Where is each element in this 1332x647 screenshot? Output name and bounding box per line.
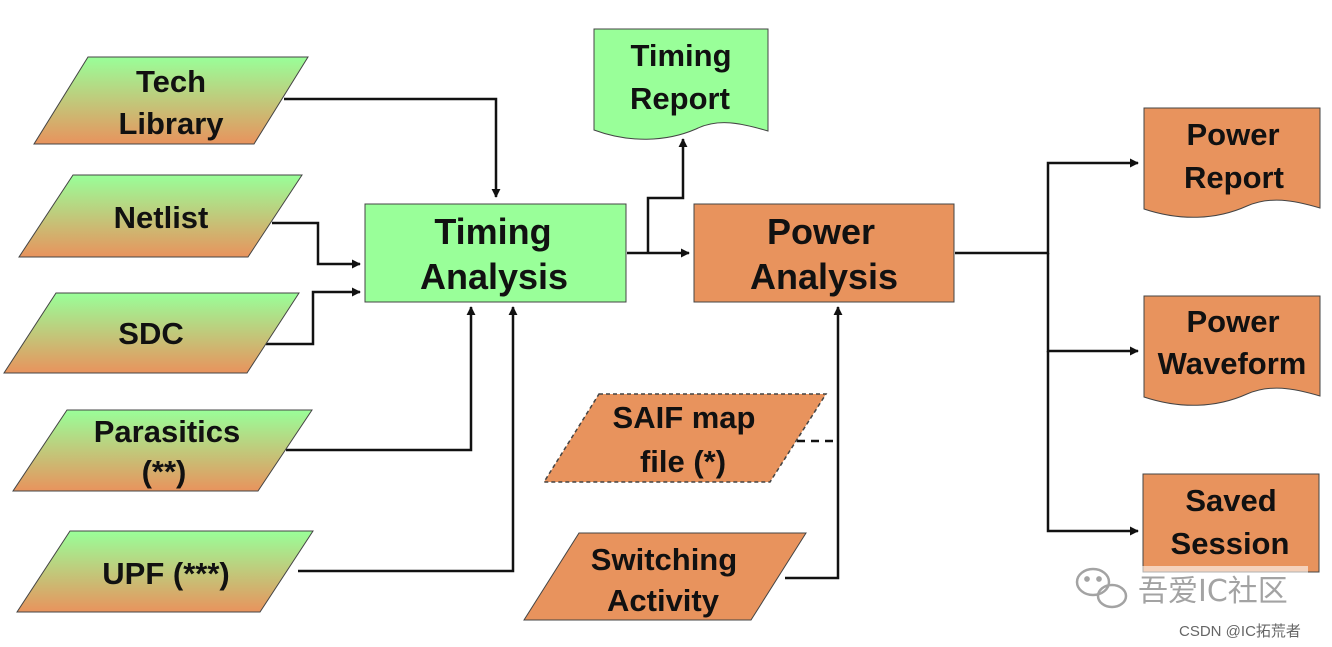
output-timing-report: Timing Report xyxy=(593,28,769,140)
arrow-parasitics-to-timing xyxy=(286,306,476,452)
switching-activity-line2: Activity xyxy=(607,583,720,618)
parallelogram-shape xyxy=(523,532,807,621)
parasitics-line2: (**) xyxy=(142,454,187,489)
upf-label: UPF (***) xyxy=(102,556,229,591)
sdc-label: SDC xyxy=(118,316,183,351)
power-report-line2: Report xyxy=(1184,160,1284,195)
document-shape xyxy=(593,28,769,140)
parallelogram-shape xyxy=(542,393,828,483)
output-saved-session: Saved Session xyxy=(1142,473,1320,573)
timing-analysis-line2: Analysis xyxy=(420,256,568,297)
switching-activity-line1: Switching xyxy=(591,542,737,577)
watermark: 吾爱IC社区 CSDN @IC拓荒者 xyxy=(1075,566,1308,640)
parasitics-line1: Parasitics xyxy=(94,414,241,449)
input-tech-library: Tech Library xyxy=(33,56,309,145)
timing-report-line1: Timing xyxy=(630,38,731,73)
input-upf: UPF (***) xyxy=(16,530,314,613)
process-box xyxy=(364,203,627,303)
parallelogram-shape xyxy=(33,56,309,145)
parallelogram-shape xyxy=(18,174,303,258)
connectors xyxy=(266,97,1139,580)
arrow-power-to-report xyxy=(955,158,1139,255)
input-parasitics: Parasitics (**) xyxy=(12,409,313,492)
saved-session-line1: Saved xyxy=(1185,483,1276,518)
arrow-power-to-session xyxy=(1046,351,1139,536)
arrow-power-to-waveform xyxy=(1046,253,1139,356)
arrow-switching-to-power xyxy=(785,306,843,580)
input-saif-map-file: SAIF map file (*) xyxy=(542,393,828,483)
arrow-upf-to-timing xyxy=(298,306,518,573)
arrow-tech-to-timing xyxy=(284,97,501,198)
wechat-icon xyxy=(1075,567,1128,609)
saif-map-line1: SAIF map xyxy=(613,400,756,435)
arrow-timing-to-report xyxy=(646,138,688,253)
input-sdc: SDC xyxy=(3,292,300,374)
saif-map-line2: file (*) xyxy=(640,444,726,479)
timing-analysis-line1: Timing xyxy=(434,211,551,252)
watermark-backdrop xyxy=(1136,566,1308,610)
document-shape xyxy=(1143,295,1321,406)
watermark-credit: CSDN @IC拓荒者 xyxy=(1179,623,1301,640)
power-waveform-line1: Power xyxy=(1186,304,1279,339)
input-netlist: Netlist xyxy=(18,174,303,258)
netlist-label: Netlist xyxy=(114,200,209,235)
output-power-waveform: Power Waveform xyxy=(1143,295,1321,406)
tech-library-line2: Library xyxy=(118,106,224,141)
document-shape xyxy=(1143,107,1321,218)
saved-session-line2: Session xyxy=(1171,526,1290,561)
output-power-report: Power Report xyxy=(1143,107,1321,218)
process-power-analysis: Power Analysis xyxy=(693,203,955,303)
power-analysis-line2: Analysis xyxy=(750,256,898,297)
watermark-text: 吾爱IC社区 xyxy=(1138,574,1288,609)
arrow-sdc-to-timing xyxy=(266,287,361,346)
power-analysis-line1: Power xyxy=(767,211,875,252)
parallelogram-shape xyxy=(12,409,313,492)
document-shape xyxy=(1142,473,1320,573)
process-box xyxy=(693,203,955,303)
parallelogram-shape xyxy=(3,292,300,374)
power-waveform-line2: Waveform xyxy=(1158,346,1307,381)
arrow-netlist-to-timing xyxy=(272,221,361,269)
timing-report-line2: Report xyxy=(630,81,730,116)
power-report-line1: Power xyxy=(1186,117,1279,152)
process-timing-analysis: Timing Analysis xyxy=(364,203,627,303)
tech-library-line1: Tech xyxy=(136,64,206,99)
input-switching-activity: Switching Activity xyxy=(523,532,807,621)
parallelogram-shape xyxy=(16,530,314,613)
